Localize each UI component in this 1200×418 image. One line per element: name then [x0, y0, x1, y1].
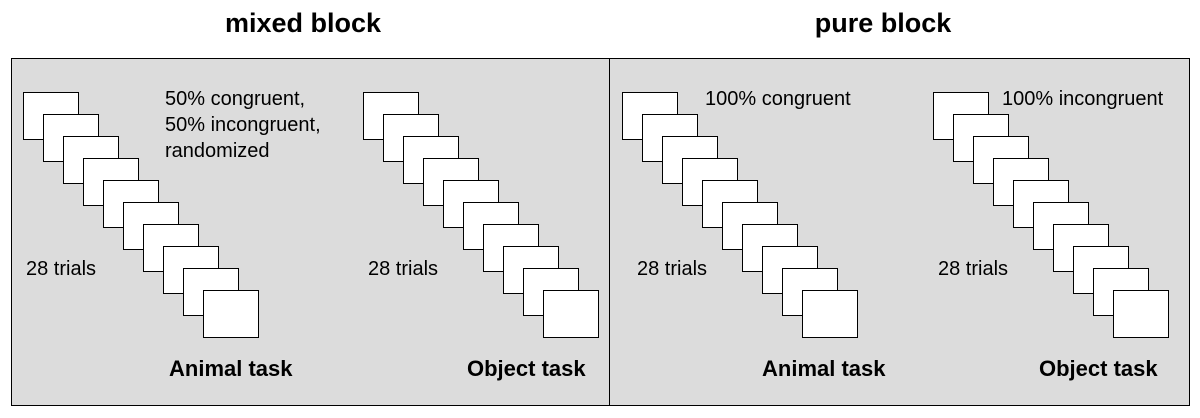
- condition-text-pure-animal: 100% congruent: [705, 86, 851, 112]
- trial-card: [802, 290, 858, 338]
- pure-block-panel: 100% congruent 28 trials Animal task 100…: [609, 58, 1190, 406]
- mixed-block-panel: 50% congruent, 50% incongruent, randomiz…: [11, 58, 610, 406]
- trial-count-mixed-object: 28 trials: [368, 258, 439, 280]
- condition-line: 50% incongruent,: [165, 114, 321, 136]
- trial-count-pure-animal: 28 trials: [637, 258, 708, 280]
- task-label-pure-object: Object task: [1039, 356, 1158, 381]
- trial-card: [1113, 290, 1169, 338]
- trial-count-pure-object: 28 trials: [938, 258, 1009, 280]
- task-label-mixed-animal: Animal task: [169, 356, 293, 381]
- trial-card: [543, 290, 599, 338]
- condition-line: 100% incongruent: [1002, 88, 1164, 110]
- condition-line: randomized: [165, 140, 270, 162]
- condition-text-pure-object: 100% incongruent: [1002, 86, 1163, 112]
- trial-count-mixed-animal: 28 trials: [26, 258, 97, 280]
- condition-line: 100% congruent: [705, 88, 851, 110]
- mixed-block-title: mixed block: [224, 8, 382, 38]
- task-label-mixed-object: Object task: [467, 356, 586, 381]
- condition-line: 50% congruent,: [165, 88, 306, 110]
- trial-card: [203, 290, 259, 338]
- task-label-pure-animal: Animal task: [762, 356, 886, 381]
- condition-text-mixed-animal: 50% congruent, 50% incongruent, randomiz…: [165, 86, 321, 164]
- pure-block-title: pure block: [814, 8, 952, 38]
